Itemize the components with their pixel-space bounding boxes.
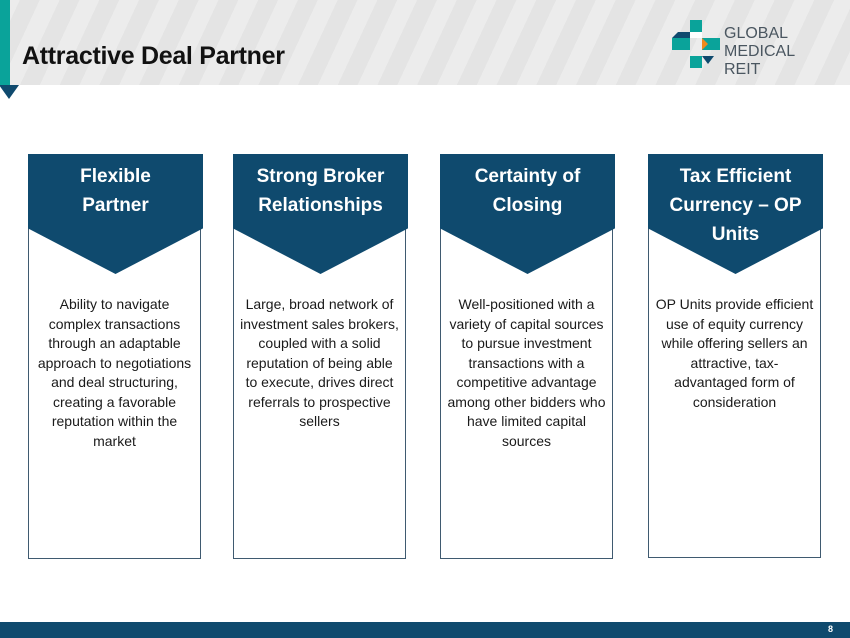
slide-title: Attractive Deal Partner bbox=[22, 42, 285, 70]
cross-logo-icon bbox=[672, 20, 720, 68]
accent-triangle bbox=[0, 85, 19, 99]
company-logo: GLOBAL MEDICAL REIT bbox=[672, 20, 832, 78]
card-title: Certainty of Closing bbox=[474, 166, 581, 216]
card-header: Flexible Partner bbox=[28, 154, 203, 274]
card-header: Strong Broker Relationships bbox=[233, 154, 408, 274]
accent-bar bbox=[0, 0, 10, 85]
logo-line-1: GLOBAL bbox=[724, 25, 789, 42]
page-number: 8 bbox=[827, 624, 833, 634]
card-tax-efficient: Tax Efficient Currency – OP Units OP Uni… bbox=[648, 154, 823, 558]
card-certainty-closing: Certainty of Closing Well-positioned wit… bbox=[440, 154, 615, 559]
card-title: Strong Broker Relationships bbox=[256, 166, 385, 216]
card-body: Ability to navigate complex transactions… bbox=[37, 296, 192, 449]
slide-footer: 8 bbox=[0, 622, 850, 638]
card-body: OP Units provide efficient use of equity… bbox=[655, 296, 814, 410]
slide-header: Attractive Deal Partner GLOBAL MEDICAL R… bbox=[0, 0, 850, 85]
card-body: Large, broad network of investment sales… bbox=[240, 296, 399, 429]
card-strong-broker: Strong Broker Relationships Large, broad… bbox=[233, 154, 408, 559]
card-body: Well-positioned with a variety of capita… bbox=[447, 296, 606, 449]
logo-line-2: MEDICAL REIT bbox=[724, 43, 795, 78]
card-flexible-partner: Flexible Partner Ability to navigate com… bbox=[28, 154, 203, 559]
card-title: Flexible Partner bbox=[80, 166, 151, 216]
card-title: Tax Efficient Currency – OP Units bbox=[669, 166, 802, 245]
card-header: Tax Efficient Currency – OP Units bbox=[648, 154, 823, 274]
card-header: Certainty of Closing bbox=[440, 154, 615, 274]
